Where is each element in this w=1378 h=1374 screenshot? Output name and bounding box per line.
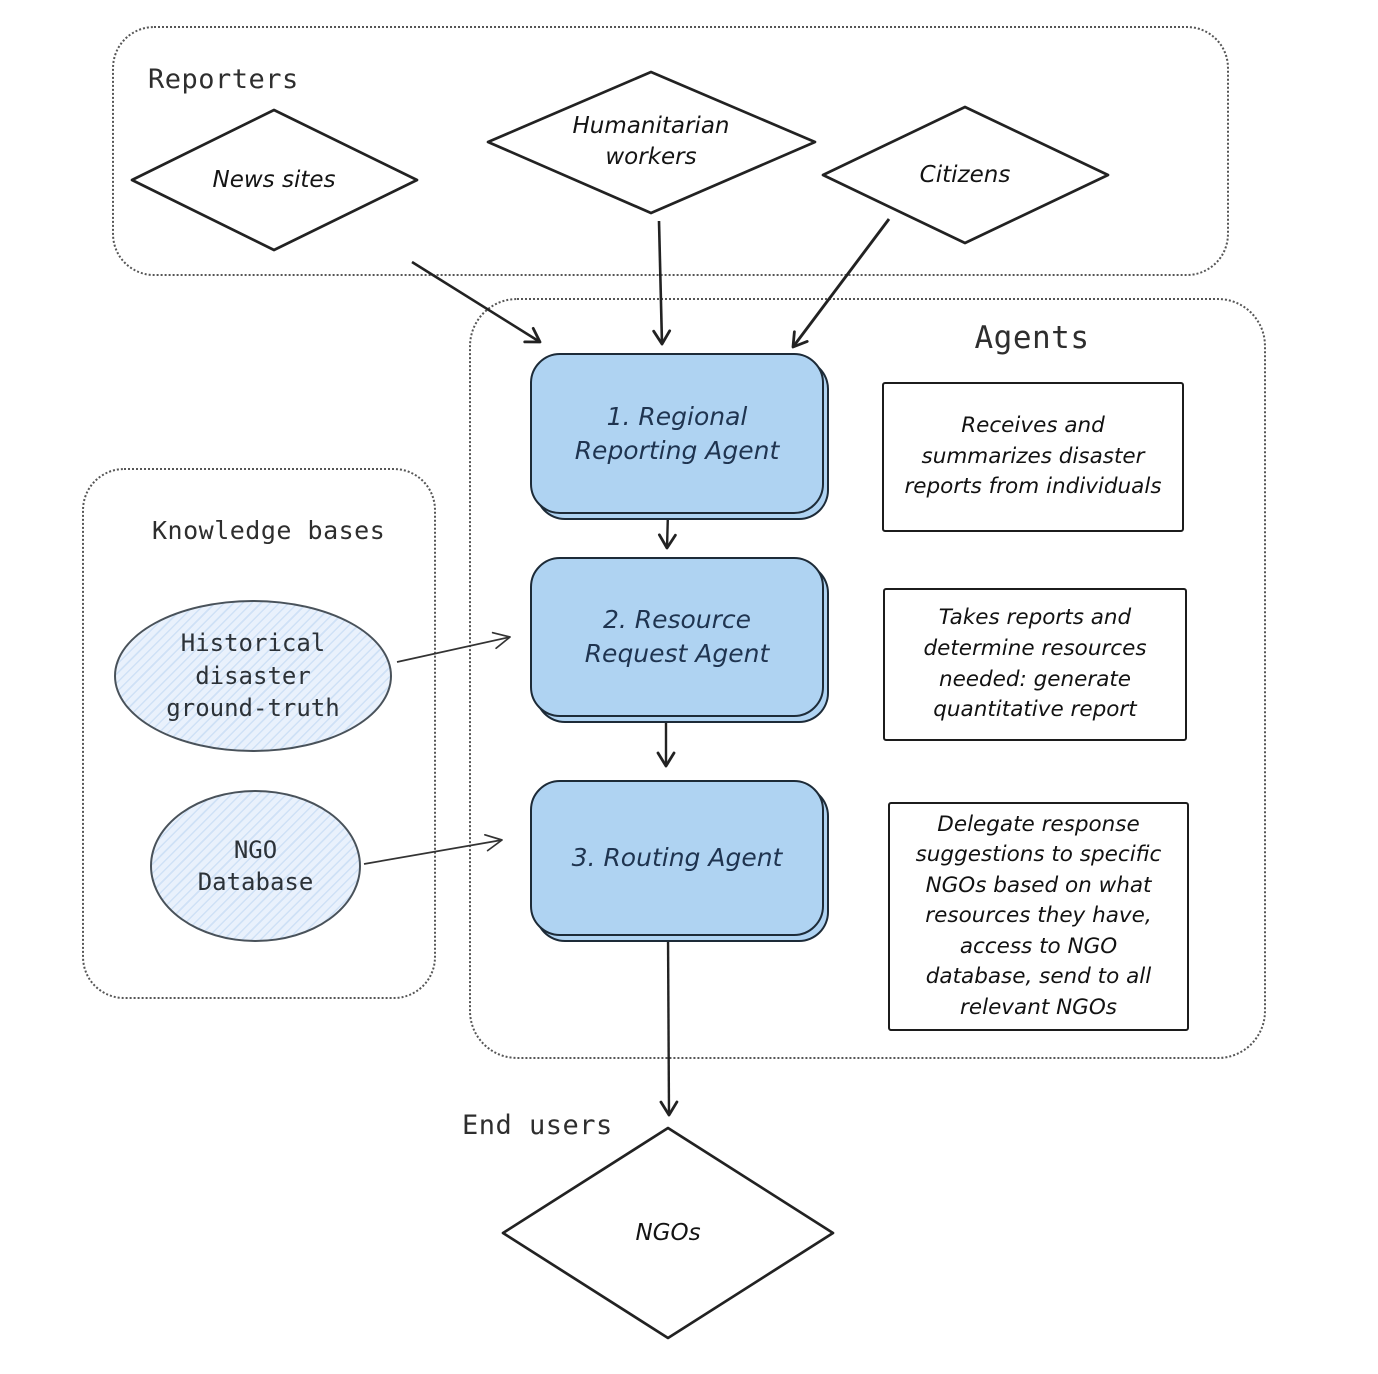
news-sites-label: News sites bbox=[212, 167, 336, 193]
regional-reporting-agent-label: 1. Regional Reporting Agent bbox=[574, 401, 780, 465]
reporters-group-box bbox=[112, 26, 1229, 276]
agents-group-label: Agents bbox=[974, 320, 1090, 356]
routing-agent-box: 3. Routing Agent bbox=[530, 780, 824, 936]
routing-agent-description-box: Delegate response suggestions to specifi… bbox=[888, 802, 1189, 1031]
historical-disaster-ellipse: Historical disaster ground-truth bbox=[114, 600, 392, 752]
historical-disaster-label: Historical disaster ground-truth bbox=[166, 629, 340, 723]
resource-request-agent-label: 2. Resource Request Agent bbox=[584, 605, 770, 668]
end-users-group-label: End users bbox=[462, 1110, 613, 1141]
resource-request-agent-description: Takes reports and determine resources ne… bbox=[923, 605, 1147, 723]
routing-agent-label: 3. Routing Agent bbox=[571, 843, 783, 873]
humanitarian-workers-label: Humanitarian workers bbox=[572, 113, 730, 171]
routing-agent-description: Delegate response suggestions to specifi… bbox=[915, 811, 1162, 1020]
regional-reporting-agent-description: Receives and summarizes disaster reports… bbox=[904, 413, 1162, 500]
knowledge-group-box bbox=[82, 468, 436, 999]
regional-reporting-agent-description-box: Receives and summarizes disaster reports… bbox=[882, 382, 1184, 532]
ngo-database-label: NGO Database bbox=[197, 835, 314, 896]
regional-reporting-agent-box: 1. Regional Reporting Agent bbox=[530, 353, 824, 514]
ngos-label: NGOs bbox=[635, 1220, 701, 1246]
citizens-label: Citizens bbox=[919, 162, 1011, 188]
resource-request-agent-box: 2. Resource Request Agent bbox=[530, 557, 824, 717]
ngo-database-ellipse: NGO Database bbox=[150, 790, 361, 942]
resource-request-agent-description-box: Takes reports and determine resources ne… bbox=[883, 588, 1187, 741]
knowledge-group-label: Knowledge bases bbox=[152, 516, 386, 545]
reporters-group-label: Reporters bbox=[148, 64, 299, 95]
